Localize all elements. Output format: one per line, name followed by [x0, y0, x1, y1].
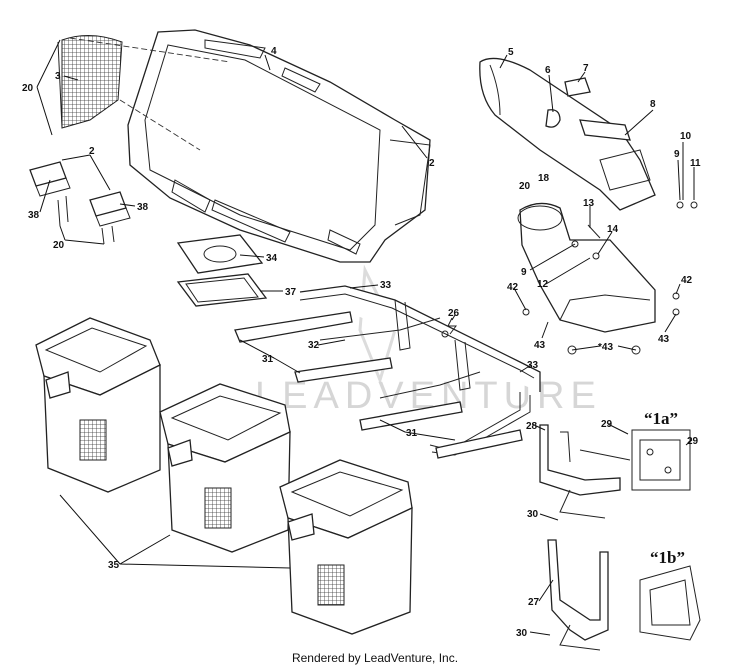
callout-35: 35 [108, 560, 120, 571]
part-mesh-screen [57, 35, 123, 129]
callout-20-bottom: 20 [53, 240, 65, 251]
callout-13: 13 [583, 198, 595, 209]
part-plate [176, 273, 268, 307]
ref-label-1a: “1a” [644, 409, 678, 428]
callout-42-left: 42 [507, 282, 519, 293]
part-bolts-20 [57, 195, 115, 245]
part-bracket-27 [547, 539, 609, 651]
part-bag-3 [279, 459, 413, 635]
callout-5: 5 [508, 47, 514, 58]
callout-9-right: 9 [674, 149, 680, 160]
callout-38-right: 38 [137, 202, 149, 213]
part-spring-clip-26 [441, 317, 457, 338]
callout-34: 34 [266, 253, 278, 264]
callout-4: 4 [271, 46, 277, 57]
leader-lines [36, 39, 695, 636]
ref-label-1b: “1b” [650, 548, 685, 567]
callout-26: 26 [448, 308, 460, 319]
callout-37: 37 [285, 287, 297, 298]
callout-9-left: 9 [521, 267, 527, 278]
callout-27: 27 [528, 597, 540, 608]
part-deck-plate-1b [639, 565, 701, 641]
callout-43-right: 43 [658, 334, 670, 345]
part-bag-1 [35, 317, 161, 493]
part-deck-plate-1a [631, 429, 691, 491]
callout-numbers: 20 3 4 2 2 38 38 20 5 6 7 8 10 9 11 18 2… [22, 46, 701, 639]
callout-32: 32 [308, 340, 320, 351]
callout-12: 12 [537, 279, 549, 290]
callout-33-right: 33 [527, 360, 539, 371]
part-chute-adapter [517, 202, 656, 333]
callout-2-brackets: 2 [89, 146, 95, 157]
callout-7: 7 [583, 63, 589, 74]
callout-18: 18 [538, 173, 550, 184]
callout-43-star: *43 [598, 342, 613, 353]
footer-credit: Rendered by LeadVenture, Inc. [291, 651, 459, 665]
part-discharge-chute [479, 57, 656, 211]
callout-3: 3 [55, 71, 61, 82]
callout-14: 14 [607, 224, 619, 235]
callout-38-left: 38 [28, 210, 40, 221]
callout-28: 28 [526, 421, 538, 432]
callout-11: 11 [690, 158, 701, 169]
callout-29-left: 29 [601, 419, 613, 430]
part-bagger-hood [127, 29, 431, 263]
callout-8: 8 [650, 99, 656, 110]
part-gasket [176, 234, 264, 274]
callout-2-hood: 2 [429, 158, 435, 169]
callout-10: 10 [680, 131, 692, 142]
callout-30-bottom: 30 [516, 628, 528, 639]
part-bracket-28 [539, 424, 631, 519]
callout-43-left: 43 [534, 340, 546, 351]
callout-42-right: 42 [681, 275, 693, 286]
part-bracket-right [89, 191, 131, 227]
callout-6: 6 [545, 65, 551, 76]
callout-20-chute: 20 [519, 181, 531, 192]
callout-31-left: 31 [262, 354, 274, 365]
part-tubes-31 [234, 311, 523, 459]
callout-33-top: 33 [380, 280, 392, 291]
callout-30-top: 30 [527, 509, 539, 520]
callout-31-right: 31 [406, 428, 418, 439]
callout-29-right: 29 [687, 436, 699, 447]
callout-20-top: 20 [22, 83, 34, 94]
part-bracket-left [29, 161, 71, 197]
part-bag-2 [159, 383, 291, 553]
